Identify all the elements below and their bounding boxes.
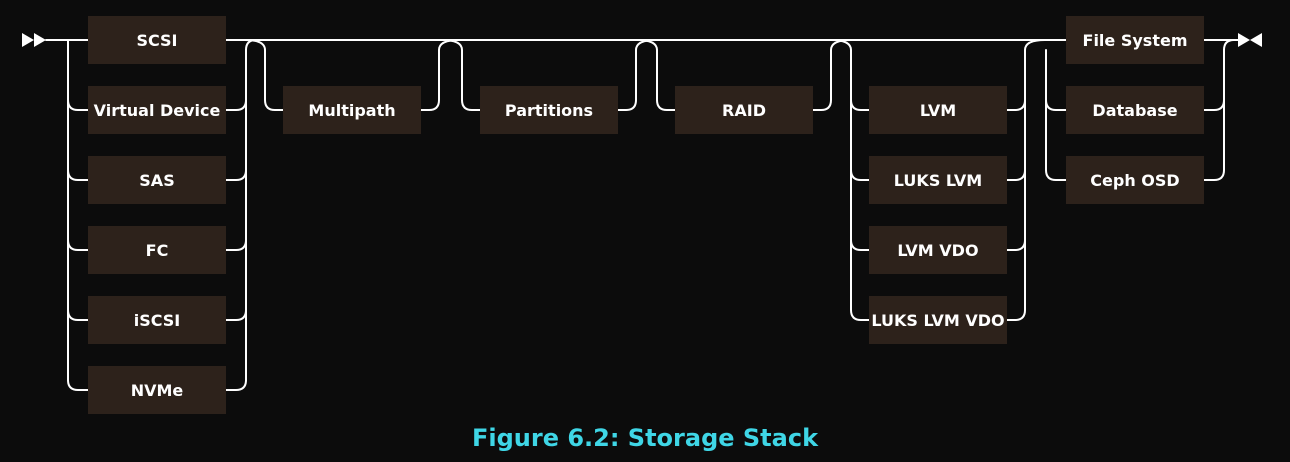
- branch-device-left-3: [67, 309, 89, 321]
- branch-volume-left-1: [850, 169, 870, 181]
- end-arrow-icon: [1250, 33, 1262, 47]
- box-luks-lvm-vdo: LUKS LVM VDO: [869, 296, 1007, 344]
- box-raid: RAID: [675, 86, 813, 134]
- loop-partitions-in: [441, 39, 481, 111]
- branch-consumer-left-trunk: [1045, 49, 1067, 181]
- box-fc: FC: [88, 226, 226, 274]
- box-iscsi: iSCSI: [88, 296, 226, 344]
- loop-multipath-out: [420, 39, 460, 111]
- branch-device-right-1: [225, 169, 247, 181]
- loop-multipath-in: [244, 39, 284, 111]
- branch-consumer-right-0: [1203, 99, 1225, 111]
- branch-volume-right-trunk: [1006, 39, 1046, 321]
- branch-volume-left-0: [850, 99, 870, 111]
- branch-device-left-2: [67, 239, 89, 251]
- box-file-system: File System: [1066, 16, 1204, 64]
- branch-device-left-trunk: [67, 39, 89, 391]
- branch-device-left-1: [67, 169, 89, 181]
- branch-device-right-3: [225, 309, 247, 321]
- box-multipath: Multipath: [283, 86, 421, 134]
- branch-device-right-trunk: [225, 39, 257, 391]
- box-scsi: SCSI: [88, 16, 226, 64]
- box-luks-lvm: LUKS LVM: [869, 156, 1007, 204]
- box-database: Database: [1066, 86, 1204, 134]
- loop-raid-out: [812, 39, 852, 111]
- figure-caption: Figure 6.2: Storage Stack: [471, 424, 819, 452]
- branch-consumer-left-0: [1045, 99, 1067, 111]
- box-nvme: NVMe: [88, 366, 226, 414]
- branch-device-right-2: [225, 239, 247, 251]
- branch-consumer-right-trunk: [1203, 39, 1235, 181]
- box-lvm-vdo: LVM VDO: [869, 226, 1007, 274]
- box-ceph-osd: Ceph OSD: [1066, 156, 1204, 204]
- box-lvm: LVM: [869, 86, 1007, 134]
- branch-volume-right-2: [1006, 239, 1026, 251]
- box-partitions: Partitions: [480, 86, 618, 134]
- box-virtual-device: Virtual Device: [88, 86, 226, 134]
- branch-volume-right-1: [1006, 169, 1026, 181]
- branch-volume-left-2: [850, 239, 870, 251]
- start-arrow-icon: [22, 33, 34, 47]
- branch-volume-right-0: [1006, 99, 1026, 111]
- branch-device-left-0: [67, 99, 89, 111]
- box-sas: SAS: [88, 156, 226, 204]
- start-arrow-icon: [34, 33, 46, 47]
- end-arrow-icon: [1238, 33, 1250, 47]
- loop-raid-in: [636, 39, 676, 111]
- branch-volume-left-trunk: [830, 39, 870, 321]
- loop-partitions-out: [617, 39, 657, 111]
- branch-device-right-0: [225, 99, 247, 111]
